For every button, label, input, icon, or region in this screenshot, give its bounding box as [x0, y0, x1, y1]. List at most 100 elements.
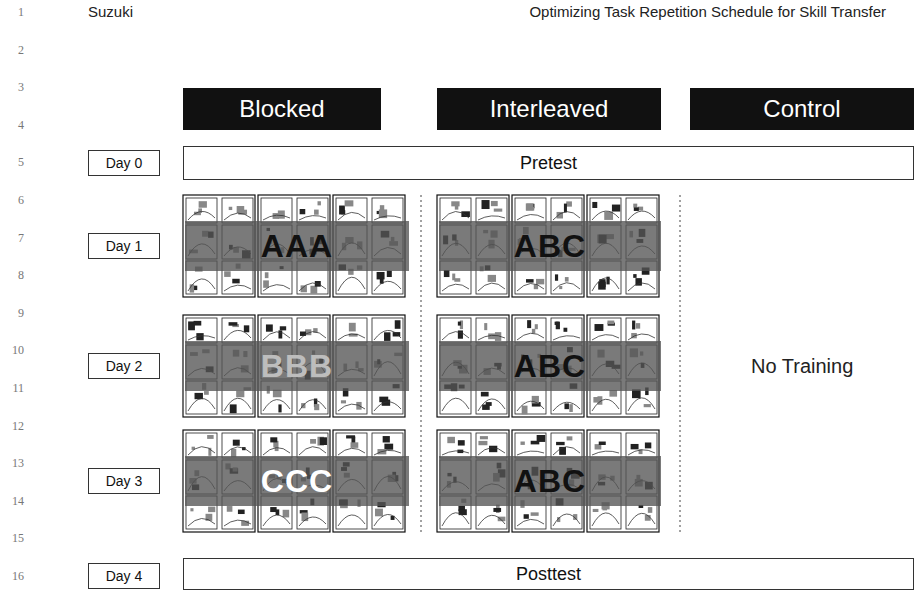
manga-ink	[227, 506, 233, 512]
manga-stroke	[188, 518, 215, 526]
manga-panel	[626, 198, 657, 223]
manga-stroke	[374, 281, 401, 291]
manga-ink	[283, 510, 290, 518]
manga-panel	[440, 433, 471, 458]
manga-stroke	[299, 216, 326, 220]
manga-panel	[186, 198, 217, 223]
condition-header: Control	[690, 88, 914, 130]
manga-ink	[230, 404, 237, 413]
line-number: 9	[2, 306, 24, 321]
manga-stroke	[517, 333, 544, 340]
manga-ink	[634, 207, 639, 211]
manga-ink	[447, 437, 455, 443]
manga-ink	[451, 201, 459, 206]
manga-ink	[377, 272, 385, 279]
schedule-band: ABC	[439, 341, 661, 391]
manga-stroke	[442, 332, 469, 340]
manga-ink	[208, 507, 215, 513]
manga-panel	[222, 318, 253, 343]
manga-ink	[644, 404, 651, 407]
manga-ink	[566, 201, 572, 206]
manga-panel	[186, 318, 217, 343]
manga-stroke	[263, 285, 290, 291]
manga-ink	[194, 321, 202, 326]
manga-ink	[607, 321, 614, 325]
node-text: CCC	[261, 463, 333, 500]
manga-stroke	[628, 283, 655, 291]
manga-stroke	[517, 401, 544, 411]
manga-ink	[375, 509, 383, 517]
manga-panel	[440, 198, 471, 223]
manga-panel	[626, 433, 657, 458]
manga-ink	[341, 400, 346, 403]
manga-ink	[631, 444, 639, 449]
manga-stroke	[263, 332, 290, 340]
node-text: Control	[763, 95, 840, 123]
manga-stroke	[592, 399, 619, 411]
test-box: Pretest	[183, 146, 914, 180]
manga-ink	[648, 507, 652, 513]
manga-ink	[379, 397, 388, 403]
manga-panel	[372, 433, 403, 458]
manga-ink	[604, 212, 613, 220]
manga-ink	[486, 402, 492, 406]
manga-stroke	[188, 211, 215, 220]
manga-ink	[556, 442, 565, 445]
day-box: Day 1	[88, 233, 160, 259]
manga-ink	[489, 446, 497, 452]
manga-ink	[280, 326, 286, 330]
manga-ink	[459, 509, 467, 515]
manga-stroke	[592, 335, 619, 340]
manga-stroke	[224, 398, 251, 411]
manga-ink	[244, 325, 249, 332]
manga-ink	[383, 436, 390, 442]
manga-stroke	[374, 514, 401, 526]
schedule-band: ABC	[439, 221, 661, 271]
manga-stroke	[338, 212, 365, 220]
manga-stroke	[338, 334, 365, 340]
line-number: 10	[2, 343, 24, 358]
manga-ink	[444, 270, 450, 277]
node-text: Day 4	[106, 568, 143, 584]
manga-stroke	[517, 519, 544, 526]
day-box: Day 0	[88, 150, 160, 176]
node-text: ABC	[514, 228, 586, 265]
manga-panel	[476, 318, 507, 343]
manga-stroke	[628, 513, 655, 526]
manga-ink	[384, 332, 390, 341]
manga-ink	[527, 320, 531, 328]
manga-panel	[372, 318, 403, 343]
manga-ink	[346, 435, 355, 438]
node-text: Pretest	[520, 153, 577, 174]
schedule-band: BBB	[185, 341, 409, 391]
manga-panel	[515, 318, 546, 343]
manga-panel	[551, 198, 582, 223]
manga-ink	[567, 436, 573, 440]
manga-stroke	[188, 447, 215, 455]
manga-panel	[590, 198, 621, 223]
manga-stroke	[553, 402, 580, 411]
manga-ink	[278, 404, 281, 412]
manga-stroke	[478, 216, 505, 220]
manga-ink	[484, 323, 487, 330]
manga-ink	[278, 210, 285, 218]
manga-panel	[626, 318, 657, 343]
manga-ink	[555, 274, 558, 280]
manga-ink	[535, 324, 538, 329]
running-title: Optimizing Task Repetition Schedule for …	[529, 3, 886, 20]
manga-ink	[524, 514, 529, 519]
manga-panel	[551, 433, 582, 458]
manga-ink	[310, 439, 316, 444]
manga-stroke	[263, 400, 290, 411]
manga-stroke	[263, 515, 290, 526]
manga-stroke	[374, 402, 401, 411]
manga-ink	[320, 437, 327, 445]
line-number: 14	[2, 494, 24, 509]
author-header: Suzuki	[88, 3, 133, 20]
manga-stroke	[553, 212, 580, 220]
node-text: Day 2	[106, 358, 143, 374]
condition-header: Blocked	[183, 88, 381, 130]
manga-stroke	[478, 335, 505, 340]
manga-stroke	[224, 330, 251, 340]
manga-ink	[349, 323, 356, 332]
